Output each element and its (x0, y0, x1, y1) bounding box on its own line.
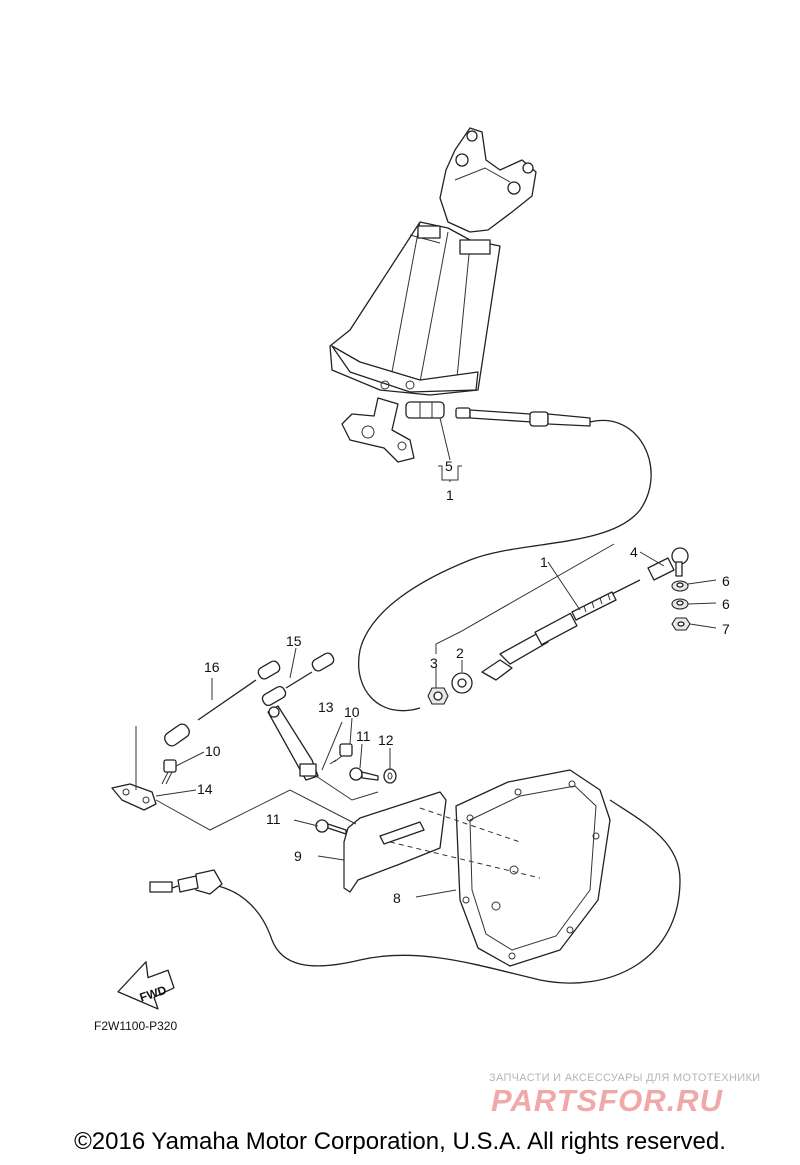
ball-joint (647, 547, 689, 581)
callout-8: 8 (393, 890, 401, 906)
callout-14: 14 (197, 781, 213, 797)
callout-1-top: 1 (446, 487, 454, 503)
callout-6b: 6 (722, 596, 730, 612)
callout-5: 5 (445, 458, 453, 474)
callout-10a: 10 (344, 704, 360, 720)
bracket-plate (343, 791, 447, 893)
callout-1: 1 (540, 554, 548, 570)
callouts: 5 1 1 4 2 3 6 6 7 8 9 10 10 11 11 12 13 … (197, 458, 730, 906)
linkage-rod-16 (164, 660, 281, 747)
steering-column-housing (329, 127, 537, 463)
linkage-rod-15 (261, 652, 335, 707)
bolt-10b (161, 759, 177, 785)
watermark-logo: PARTSFOR.RU (491, 1083, 724, 1118)
washer-6a (671, 580, 689, 592)
callout-9: 9 (294, 848, 302, 864)
diagram-code: F2W1100-P320 (94, 1019, 177, 1033)
callout-11a: 11 (356, 728, 371, 744)
callout-7: 7 (722, 621, 730, 637)
callout-16: 16 (204, 659, 220, 675)
watermark-tagline: ЗАПЧАСТИ И АКСЕССУАРЫ ДЛЯ МОТОТЕХНИКИ (489, 1072, 761, 1084)
steering-cable (358, 407, 652, 712)
nut-7 (671, 617, 691, 631)
clip-12 (383, 768, 397, 784)
washer-2 (451, 672, 473, 694)
washer-6b (671, 598, 689, 610)
cover-box (455, 769, 611, 967)
copyright-notice: ©2016 Yamaha Motor Corporation, U.S.A. A… (74, 1128, 726, 1155)
bolt-10a (329, 743, 353, 765)
callout-15: 15 (286, 633, 302, 649)
assembly-line-bolts (389, 841, 541, 879)
forward-arrow-icon: FWD (117, 961, 175, 1010)
callout-10b: 10 (205, 743, 221, 759)
wire-harness (149, 799, 681, 984)
small-bracket (111, 783, 157, 811)
callout-4: 4 (630, 544, 638, 560)
callout-3: 3 (430, 655, 438, 671)
nut-3 (427, 687, 449, 705)
callout-13: 13 (318, 699, 334, 715)
callout-12: 12 (378, 732, 394, 748)
screw-11b (315, 819, 347, 835)
callout-11b: 11 (266, 811, 281, 827)
screw-11a (349, 767, 379, 781)
callout-2: 2 (456, 645, 464, 661)
callout-6a: 6 (722, 573, 730, 589)
lever-arm (267, 705, 379, 801)
leader-lines (155, 417, 717, 898)
assembly-line-14 (135, 726, 357, 831)
